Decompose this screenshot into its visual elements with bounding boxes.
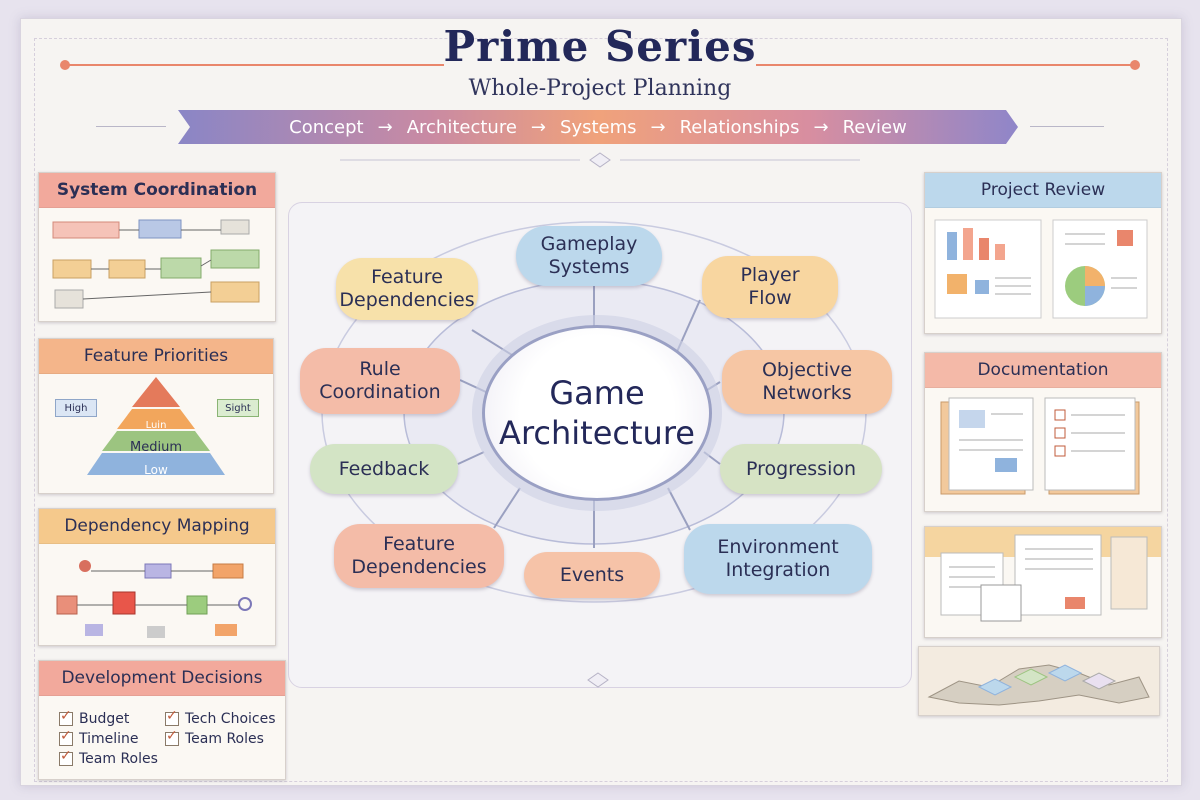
- panel-title: Documentation: [925, 353, 1161, 388]
- decision-label: Timeline: [79, 731, 139, 747]
- divider-ornament: [340, 152, 860, 168]
- panel-development-decisions: Development Decisions Budget Timeline Te…: [38, 660, 286, 780]
- flow-arrow-icon: →: [377, 116, 393, 138]
- node-label: Objective: [761, 359, 853, 381]
- flow-step-architecture: Architecture: [406, 116, 517, 138]
- decision-item[interactable]: Team Roles: [59, 748, 158, 767]
- node-label: Dependencies: [351, 556, 487, 578]
- flow-step-systems: Systems: [560, 116, 637, 138]
- panel-feature-priorities: Feature Priorities Luin Medium Low High …: [38, 338, 274, 494]
- project-review-graphic: [934, 219, 1148, 319]
- flow-side-line-left: [96, 126, 166, 127]
- checkbox-checked-icon[interactable]: [59, 748, 73, 766]
- node-progression: Progression: [720, 444, 882, 494]
- decision-label: Team Roles: [185, 731, 264, 747]
- checkbox-checked-icon[interactable]: [165, 728, 179, 746]
- flow-arrow-icon: →: [530, 116, 547, 138]
- node-label: Coordination: [319, 381, 441, 403]
- flow-steps: Concept → Architecture → Systems → Relat…: [178, 110, 1018, 144]
- flow-banner-shape: [178, 110, 1018, 144]
- checkbox-checked-icon[interactable]: [59, 728, 73, 746]
- priority-tag-right: Sight: [217, 399, 259, 417]
- panel-documentation: Documentation: [924, 352, 1162, 512]
- flow-arrow-icon: →: [813, 116, 829, 138]
- panel-system-coordination: System Coordination: [38, 172, 276, 322]
- system-coordination-flow-graphic: [52, 219, 260, 309]
- bottom-diamond-ornament: [587, 672, 609, 688]
- panel-documents-stack: [924, 526, 1162, 638]
- page-title: Prime Series: [443, 22, 757, 71]
- node-label: Player: [740, 264, 800, 286]
- documentation-graphic: [940, 397, 1140, 495]
- dependency-map-graphic: [56, 560, 252, 638]
- decision-item[interactable]: Budget: [59, 708, 158, 727]
- node-events: Events: [524, 552, 660, 598]
- decision-label: Team Roles: [79, 751, 158, 767]
- terrain-strip-graphic: [927, 664, 1150, 706]
- panel-title: Project Review: [925, 173, 1161, 208]
- flow-side-line-right: [1030, 126, 1104, 127]
- node-label: Integration: [725, 559, 831, 581]
- panel-project-review: Project Review: [924, 172, 1162, 334]
- decision-list-left: Budget Timeline Team Roles: [59, 708, 158, 771]
- node-label: Flow: [748, 287, 792, 309]
- hub-label-line: Game: [549, 374, 645, 412]
- flow-step-concept: Concept: [289, 116, 364, 138]
- panel-title: Feature Priorities: [39, 339, 273, 374]
- decision-list-right: Tech Choices Team Roles: [165, 708, 276, 751]
- decision-label: Tech Choices: [185, 711, 276, 727]
- node-label: Feature: [383, 533, 455, 555]
- node-label: Dependencies: [339, 289, 475, 311]
- flow-arrow-icon: →: [650, 116, 666, 138]
- node-label: Progression: [745, 457, 857, 480]
- node-label: Gameplay: [540, 233, 638, 255]
- decision-item[interactable]: Tech Choices: [165, 708, 276, 727]
- page-subtitle: Whole-Project Planning: [468, 76, 732, 101]
- checkbox-checked-icon[interactable]: [165, 708, 179, 726]
- priority-pyramid-graphic: [87, 377, 225, 475]
- priority-level-1: Luin: [145, 419, 167, 431]
- node-feedback: Feedback: [310, 444, 458, 494]
- node-label: Rule: [359, 358, 401, 380]
- panel-dependency-mapping: Dependency Mapping: [38, 508, 276, 646]
- title-rule-dot-left: [60, 60, 70, 70]
- node-label: Networks: [762, 382, 852, 404]
- node-label: Events: [559, 563, 625, 586]
- panel-map-strip: [918, 646, 1160, 716]
- node-label: Environment: [717, 536, 839, 558]
- flow-step-review: Review: [842, 116, 907, 138]
- flow-banner: Concept → Architecture → Systems → Relat…: [178, 110, 1018, 144]
- priority-tag-left: High: [55, 399, 97, 417]
- panel-title: Dependency Mapping: [39, 509, 275, 544]
- decision-label: Budget: [79, 711, 130, 727]
- decision-item[interactable]: Timeline: [59, 728, 158, 747]
- priority-level-2: Medium: [130, 439, 182, 455]
- panel-title: System Coordination: [39, 173, 275, 208]
- hub-game-architecture: Game Architecture: [482, 325, 712, 501]
- title-rule-left: [64, 64, 444, 66]
- node-label: Feature: [371, 266, 443, 288]
- priority-level-3: Low: [144, 463, 168, 477]
- checkbox-checked-icon[interactable]: [59, 708, 73, 726]
- title-rule-right: [756, 64, 1136, 66]
- decision-item[interactable]: Team Roles: [165, 728, 276, 747]
- panel-title: Development Decisions: [39, 661, 285, 696]
- title-rule-dot-right: [1130, 60, 1140, 70]
- node-label: Feedback: [338, 457, 430, 480]
- documents-stack-graphic: [925, 527, 1161, 622]
- flow-step-relationships: Relationships: [679, 116, 800, 138]
- node-label: Systems: [548, 256, 630, 278]
- hub-label-line: Architecture: [499, 414, 695, 452]
